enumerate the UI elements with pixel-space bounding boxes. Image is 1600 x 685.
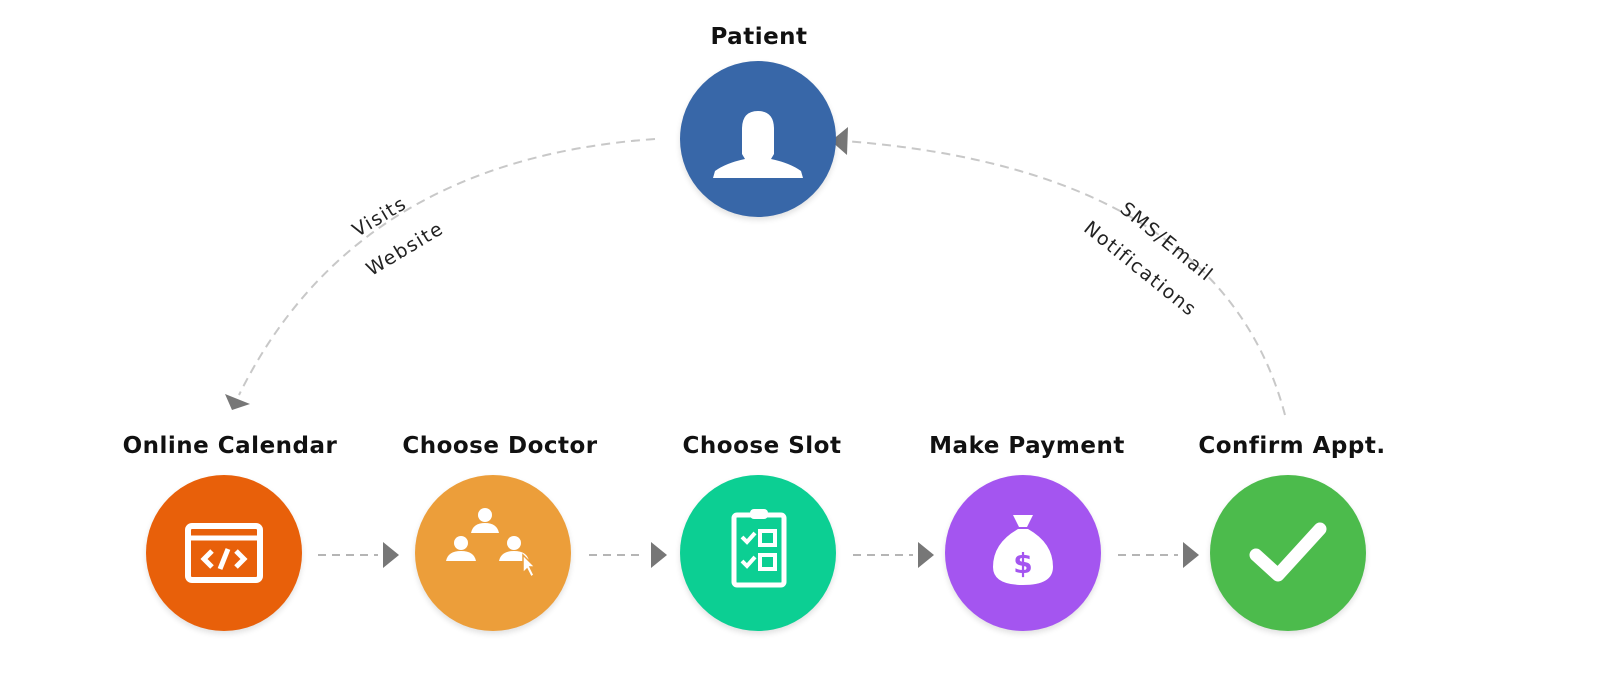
step-arrowhead-3 [918, 542, 934, 568]
user-group-cursor-icon [446, 508, 537, 579]
money-bag-icon: $ [993, 515, 1053, 585]
step-label-choose-doctor: Choose Doctor [402, 433, 598, 459]
arc-confirm-to-patient [844, 140, 1286, 416]
step-node-confirm-appt [1210, 475, 1366, 631]
step-label-online-calendar: Online Calendar [122, 433, 338, 459]
step-node-choose-doctor [415, 475, 571, 631]
arc-arrowhead-right [831, 127, 848, 155]
code-window-icon [185, 523, 263, 583]
step-arrowhead-1 [383, 542, 399, 568]
svg-text:$: $ [1013, 547, 1032, 580]
person-icon [713, 111, 803, 178]
step-label-confirm-appt: Confirm Appt. [1198, 433, 1386, 459]
clipboard-checklist-icon [731, 509, 787, 588]
patient-label: Patient [710, 24, 808, 50]
step-node-online-calendar [146, 475, 302, 631]
arc-arrowhead-left [225, 394, 250, 410]
step-arrowhead-4 [1183, 542, 1199, 568]
patient-node [680, 61, 836, 217]
step-node-choose-slot [680, 475, 836, 631]
checkmark-icon [1249, 522, 1327, 582]
step-label-choose-slot: Choose Slot [682, 433, 842, 459]
step-node-make-payment: $ [945, 475, 1101, 631]
arc-patient-to-calendar [238, 138, 656, 396]
step-label-make-payment: Make Payment [929, 433, 1125, 459]
step-arrowhead-2 [651, 542, 667, 568]
